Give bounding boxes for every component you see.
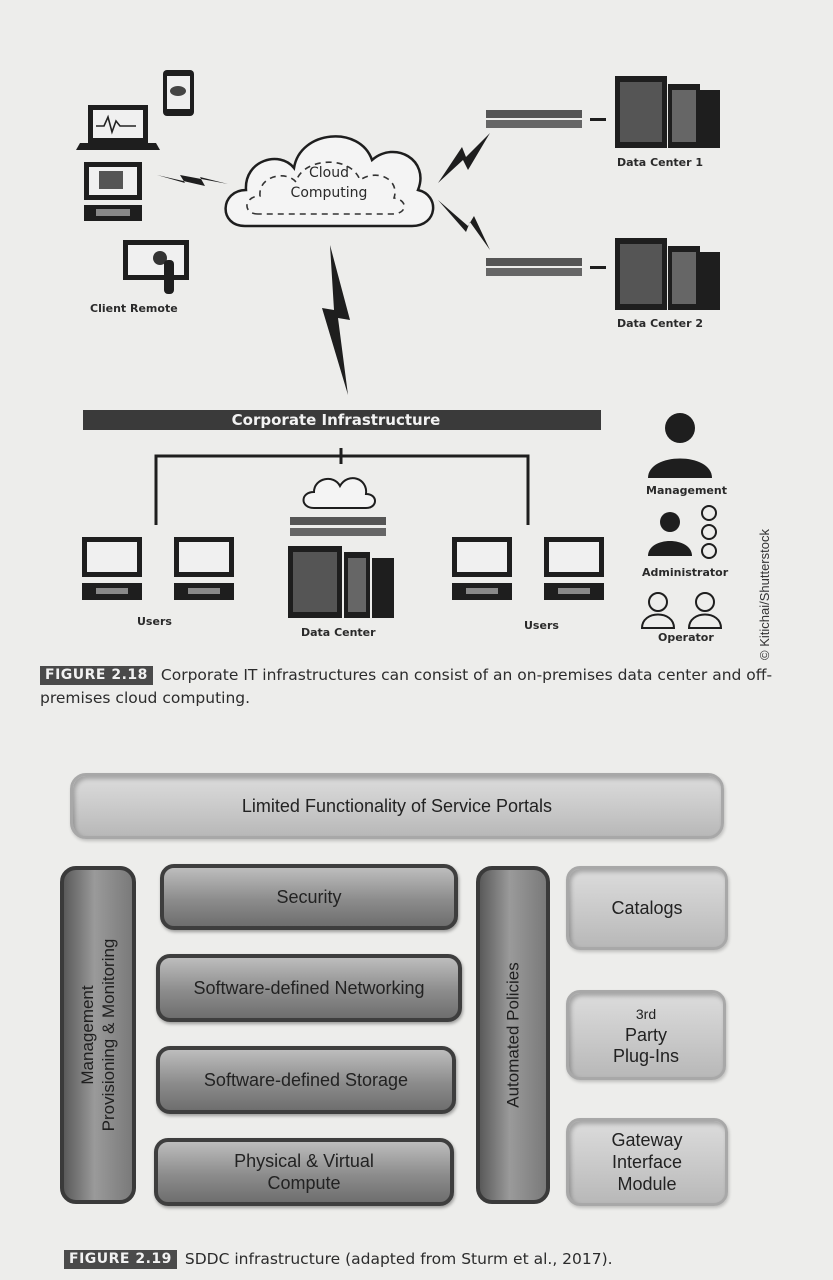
administrator-label: Administrator xyxy=(642,566,729,579)
administrator-person-icon xyxy=(648,505,717,559)
management-column: Management Provisioning & Monitoring xyxy=(60,866,136,1204)
software-defined-networking-layer: Software-defined Networking xyxy=(156,954,462,1022)
software-defined-networking-label: Software-defined Networking xyxy=(193,977,425,998)
physical-virtual-compute-label: Physical & Virtual Compute xyxy=(234,1151,374,1193)
cloud-computing-icon: Cloud Computing xyxy=(224,135,435,228)
automated-policies-label: Automated Policies xyxy=(503,962,523,1108)
users-left-label: Users xyxy=(137,615,172,628)
data-center-label: Data Center xyxy=(301,626,376,639)
user-computer-icon xyxy=(452,537,512,600)
data-center-2-icon xyxy=(486,238,720,310)
lightning-bolt-icon xyxy=(157,175,228,186)
corporate-infrastructure-bar xyxy=(83,410,601,430)
gateway-label: Gateway xyxy=(611,1130,683,1150)
client-remote-label: Client Remote xyxy=(90,302,178,315)
user-computer-icon xyxy=(544,537,604,600)
management-label: Management xyxy=(646,484,727,497)
security-layer: Security xyxy=(160,864,458,930)
physical-virtual-compute-layer: Physical & Virtual Compute xyxy=(154,1138,454,1206)
laptop-icon xyxy=(76,105,160,150)
photo-credit: © Kitichai/Shutterstock xyxy=(757,529,772,660)
catalogs-box: Catalogs xyxy=(566,866,728,950)
corporate-it-diagram: Client Remote Cloud Computing Data Cente… xyxy=(76,70,729,644)
svg-text:Computing: Computing xyxy=(291,185,368,201)
users-right-label: Users xyxy=(524,619,559,632)
desktop-computer-icon xyxy=(84,162,142,221)
figure-2-19-caption: FIGURE 2.19 SDDC infrastructure (adapted … xyxy=(40,1248,780,1271)
cloud-icon xyxy=(302,477,376,509)
third-party-plugins-box: 3rd Party Plug-Ins xyxy=(566,990,726,1080)
figure-2-18-tag: FIGURE 2.18 xyxy=(40,666,153,685)
software-defined-storage-layer: Software-defined Storage xyxy=(156,1046,456,1114)
lightning-bolt-icon xyxy=(438,200,490,250)
user-computer-icon xyxy=(82,537,142,600)
catalogs-label: Catalogs xyxy=(611,897,683,918)
management-label: Management Provisioning & Monitoring xyxy=(78,938,118,1132)
security-label: Security xyxy=(276,886,342,907)
on-premises-data-center-icon xyxy=(288,517,394,618)
automated-policies-column: Automated Policies xyxy=(476,866,550,1204)
data-center-1-label: Data Center 1 xyxy=(617,156,703,169)
touch-screen-icon xyxy=(123,240,189,294)
software-defined-storage-label: Software-defined Storage xyxy=(203,1069,409,1090)
smartphone-icon xyxy=(163,70,194,116)
service-portals-label: Limited Functionality of Service Portals xyxy=(241,795,553,816)
service-portals-bar: Limited Functionality of Service Portals xyxy=(70,773,724,839)
figure-2-18-caption-text: Corporate IT infrastructures can consist… xyxy=(40,666,773,707)
data-center-2-label: Data Center 2 xyxy=(617,317,703,330)
user-computer-icon xyxy=(174,537,234,600)
operator-label: Operator xyxy=(658,631,714,644)
network-connectors xyxy=(154,448,530,525)
third-party-label: Party xyxy=(624,1024,667,1045)
svg-text:Cloud: Cloud xyxy=(309,165,349,181)
plug-ins-label: Plug-Ins xyxy=(612,1045,680,1066)
operator-person-icon xyxy=(640,592,723,629)
gateway-interface-module-box: Gateway Interface Module xyxy=(566,1118,728,1206)
module-label: Module xyxy=(617,1174,677,1194)
corporate-infrastructure-label: Corporate Infrastructure xyxy=(232,411,441,429)
third-party-superscript: 3rd xyxy=(635,1005,657,1022)
figure-2-19-tag: FIGURE 2.19 xyxy=(64,1250,177,1269)
lightning-bolt-icon xyxy=(438,133,490,183)
data-center-1-icon xyxy=(486,76,720,148)
interface-label: Interface xyxy=(611,1152,683,1172)
management-person-icon xyxy=(648,413,712,478)
lightning-bolt-icon xyxy=(322,245,350,395)
figure-2-19-caption-text: SDDC infrastructure (adapted from Sturm … xyxy=(184,1250,613,1268)
